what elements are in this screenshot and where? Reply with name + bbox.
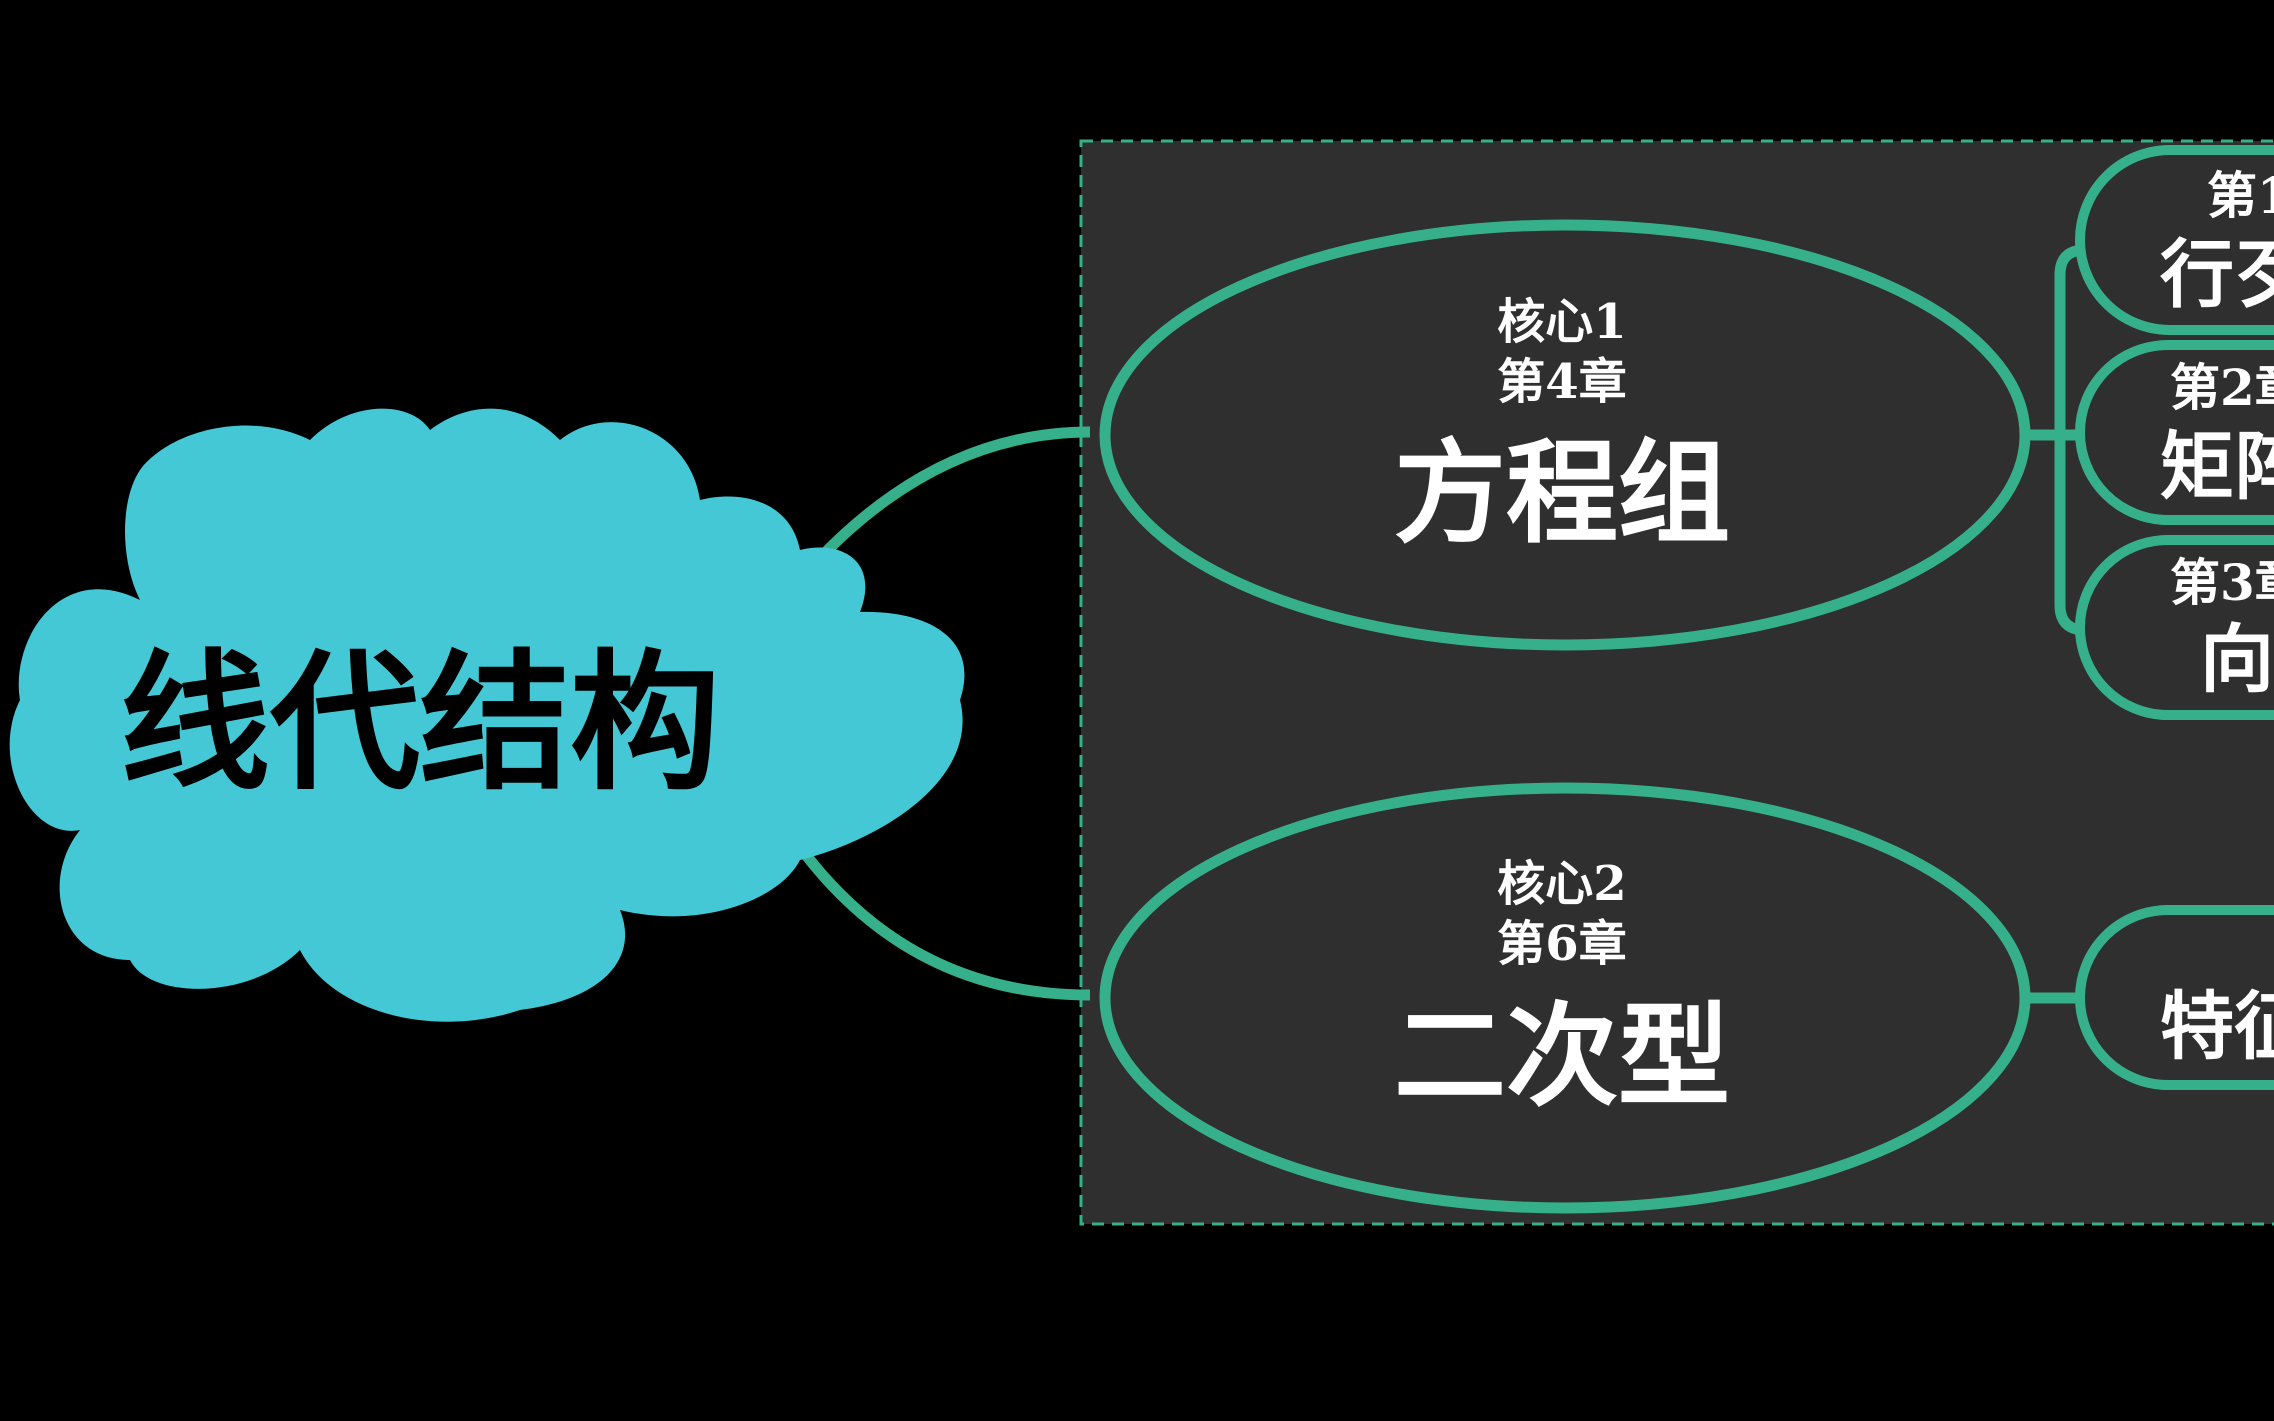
- core-1-chapter: 第4章: [1497, 354, 1626, 410]
- core-node-2: 核心2 第6章 二次型: [1099, 782, 2031, 1214]
- core-1-label: 核心1: [1497, 294, 1626, 350]
- branch-pill-title: 特征: [2160, 984, 2274, 1070]
- root-cloud-node: 线代结构: [9, 408, 965, 1022]
- branch-pill-chapter-3: 第3章 向量: [2075, 535, 2274, 720]
- branch-pill-shape: [2075, 535, 2274, 720]
- core-1-title: 方程组: [1394, 428, 1730, 559]
- branch-pill-shape: [2075, 145, 2274, 335]
- connector-root-core2: [801, 851, 1091, 1001]
- connector-root-core1: [814, 426, 1091, 564]
- branch-pill-chapter: 第3章: [2170, 553, 2274, 612]
- branch-pill-chapter-1: 第1 行歹: [2075, 145, 2274, 335]
- core-2-label: 核心2: [1497, 856, 1626, 912]
- core-2-chapter: 第6章: [1497, 916, 1626, 972]
- core-2-title: 二次型: [1394, 991, 1730, 1122]
- branch-pill-title: 矩阵: [2160, 424, 2274, 510]
- core-node-1: 核心1 第4章 方程组: [1099, 219, 2031, 651]
- branch-pill-shape: [2075, 340, 2274, 525]
- branch-pill-title: 向量: [2200, 617, 2274, 703]
- branch-pill-eigen: 特征: [2075, 905, 2274, 1090]
- branch-pill-shape: [2075, 905, 2274, 1090]
- cloud-shape: [9, 408, 965, 1022]
- branch-pill-chapter-2: 第2章 矩阵: [2075, 340, 2274, 525]
- branch-pill-title: 行歹: [2160, 232, 2274, 318]
- branch-pill-chapter: 第1: [2207, 166, 2274, 225]
- branch-pill-chapter: 第2章: [2170, 358, 2274, 417]
- root-title: 线代结构: [120, 637, 720, 811]
